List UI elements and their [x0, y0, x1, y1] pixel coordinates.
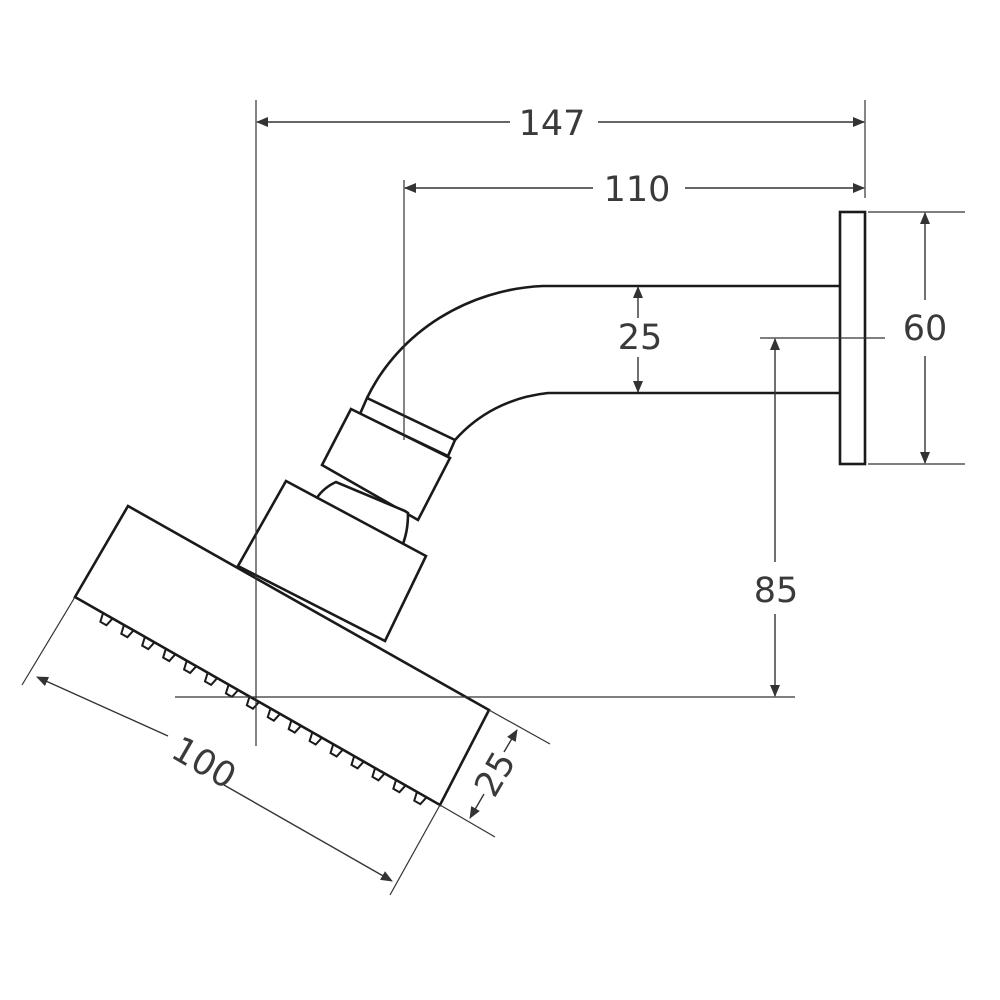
dim-line-25-head-top — [503, 729, 518, 753]
label-drop: 85 — [754, 571, 799, 611]
spray-nozzle — [413, 791, 428, 806]
spray-nozzle — [392, 779, 407, 794]
spray-nozzle — [266, 708, 281, 722]
shower-arm — [365, 284, 840, 441]
dim-line-25-head-bottom — [469, 793, 485, 819]
product-outline — [73, 210, 867, 807]
label-head-depth: 25 — [467, 745, 524, 804]
spray-nozzle — [308, 731, 323, 746]
label-head-width: 100 — [165, 729, 243, 797]
label-overall-reach: 147 — [519, 104, 586, 144]
spray-nozzle — [350, 755, 365, 770]
spray-nozzles — [99, 612, 428, 806]
ext-line-head-top-edge — [488, 709, 551, 745]
spray-nozzle — [203, 672, 219, 687]
label-flange-height: 60 — [903, 309, 948, 349]
spray-nozzle — [182, 660, 198, 675]
extension-lines — [21, 100, 965, 896]
label-arm-reach: 110 — [604, 170, 671, 210]
spray-nozzle — [224, 684, 239, 699]
ext-line-head-bottom-edge — [439, 804, 496, 838]
spray-nozzle — [287, 720, 302, 734]
ball-joint-nut — [320, 407, 452, 522]
label-arm-diameter: 25 — [618, 318, 663, 358]
spray-nozzle — [161, 648, 177, 663]
spray-nozzle — [120, 624, 135, 639]
spray-nozzle — [99, 612, 114, 627]
dim-line-100-left — [36, 676, 169, 737]
spray-nozzle — [371, 767, 386, 782]
ext-line-head-right — [389, 804, 441, 896]
head-housing — [236, 479, 428, 643]
dimension-lines — [36, 117, 930, 882]
dim-line-100-right — [223, 784, 393, 882]
spray-nozzle — [329, 743, 344, 758]
ext-line-head-left — [21, 596, 76, 686]
spray-nozzle — [141, 636, 156, 651]
